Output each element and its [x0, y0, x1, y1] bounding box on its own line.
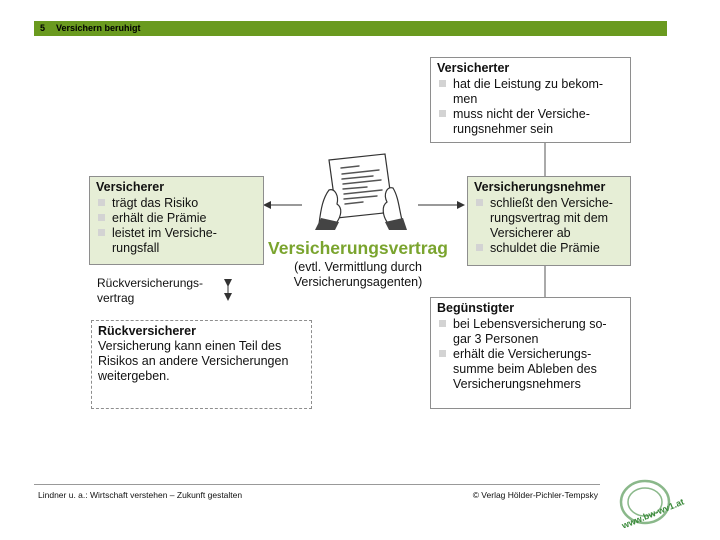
- versicherungsnehmer-item: schließt den Versiche-​rungsvertrag mit …: [474, 196, 624, 241]
- box-versicherter: Versicherter hat die Leistung zu bekom-​…: [430, 57, 631, 143]
- contract-subtitle: (evtl. Vermittlung durch Versicherungsag…: [293, 260, 423, 289]
- beguenstigter-title: Begünstigter: [437, 301, 515, 315]
- contract-document-icon: [315, 153, 407, 230]
- bullet-icon: [98, 229, 105, 236]
- footer-publisher: © Verlag Hölder-Pichler-Tempsky: [472, 490, 598, 500]
- section-title: Versichern beruhigt: [56, 23, 141, 33]
- versicherter-item: hat die Leistung zu bekom-​men: [437, 77, 624, 107]
- rueckversicherungsvertrag-label: Rückversicherungs-​vertrag: [97, 276, 204, 305]
- beguenstigter-item: erhält die Versicherungs-​summe beim Abl…: [437, 347, 624, 392]
- bullet-icon: [439, 110, 446, 117]
- bullet-icon: [439, 80, 446, 87]
- publisher-stamp-logo: www.bw-wv1.at: [619, 479, 685, 528]
- rueckversicherer-title: Rückversicherer: [98, 324, 196, 338]
- versicherer-title: Versicherer: [96, 180, 165, 194]
- versicherter-item: muss nicht der Versiche-​rungsnehmer sei…: [437, 107, 624, 137]
- contract-title: Versicherungsvertrag: [268, 238, 448, 258]
- bullet-icon: [439, 350, 446, 357]
- bullet-icon: [476, 199, 483, 206]
- box-beguenstigter: Begünstigter bei Lebensversicherung so-​…: [430, 297, 631, 409]
- footer-divider: [34, 484, 600, 485]
- bullet-icon: [439, 320, 446, 327]
- bullet-icon: [98, 214, 105, 221]
- beguenstigter-item: bei Lebensversicherung so-​gar 3 Persone…: [437, 317, 624, 347]
- box-rueckversicherer: Rückversicherer Versicherung kann einen …: [91, 320, 312, 409]
- bullet-icon: [476, 244, 483, 251]
- versicherer-item: trägt das Risiko: [96, 196, 257, 211]
- header-bar: [34, 21, 667, 36]
- versicherer-item: leistet im Versiche-​rungsfall: [96, 226, 257, 256]
- versicherter-title: Versicherter: [437, 61, 510, 75]
- bullet-icon: [98, 199, 105, 206]
- versicherungsnehmer-title: Versicherungsnehmer: [474, 180, 606, 194]
- box-versicherungsnehmer: Versicherungsnehmer schließt den Versich…: [467, 176, 631, 266]
- rueckversicherer-text: Versicherung kann einen Teil des Risikos…: [98, 339, 289, 383]
- versicherungsnehmer-item: schuldet die Prämie: [474, 241, 624, 256]
- section-number: 5: [40, 23, 46, 33]
- box-versicherer: Versicherer trägt das Risiko erhält die …: [89, 176, 264, 265]
- versicherer-item: erhält die Prämie: [96, 211, 257, 226]
- footer-citation: Lindner u. a.: Wirtschaft verstehen – Zu…: [38, 490, 243, 500]
